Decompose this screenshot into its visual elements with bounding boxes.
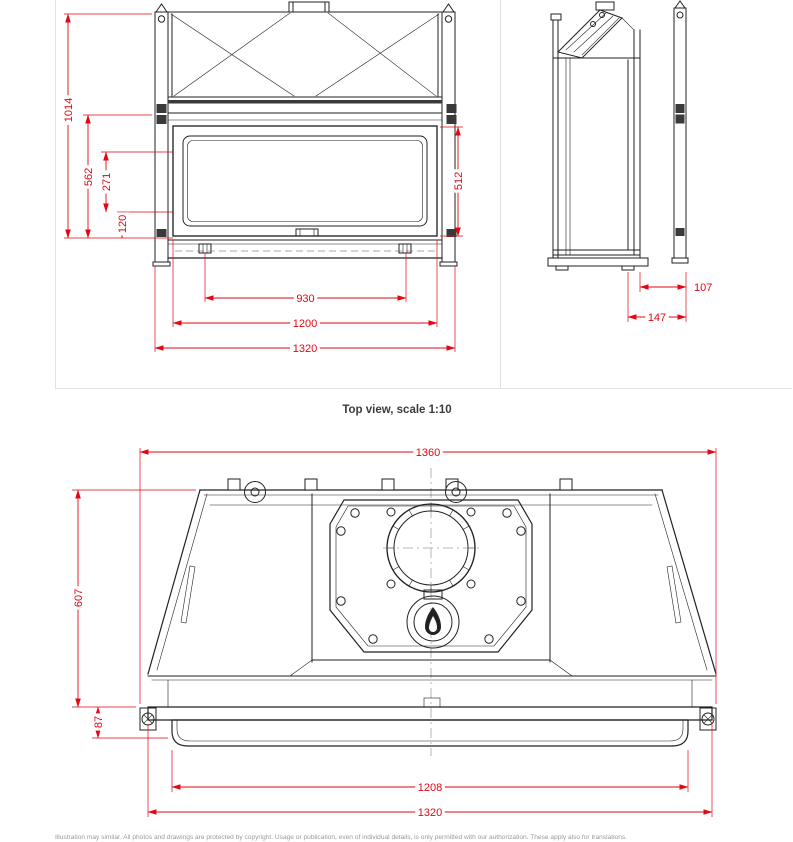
dim-glass-height-label: 512 — [453, 172, 465, 190]
dim-overall-height-label: 1014 — [63, 98, 75, 122]
damper-knob — [406, 589, 460, 649]
top-view: 1360 607 87 1208 1320 — [71, 445, 717, 820]
left-frame-rail — [154, 11, 169, 263]
dim-front-depth-label: 147 — [648, 312, 666, 324]
front-view: 1014 562 271 120 512 930 1200 1320 — [61, 1, 466, 356]
right-foot-bracket — [398, 243, 412, 254]
top-view-drawing — [139, 468, 717, 756]
dim-frame-width-bottom-label: 1320 — [418, 807, 442, 819]
convection-casing — [167, 11, 443, 121]
flame-icon — [425, 607, 441, 635]
right-base-foot — [439, 261, 458, 267]
side-view-drawing — [547, 0, 689, 271]
right-hinge — [445, 481, 467, 503]
dim-body-depth-label: 607 — [73, 589, 85, 607]
plate-bolts — [336, 508, 526, 644]
dim-opening-height-label: 271 — [101, 173, 113, 191]
rear-panel — [552, 19, 559, 259]
top-view-dimensions: 1360 607 87 1208 1320 — [71, 445, 717, 820]
front-frame-profile — [671, 0, 689, 264]
flue-collar — [383, 503, 479, 593]
rear-tabs — [227, 478, 573, 491]
front-walls — [627, 29, 641, 259]
flue-mounting-plate — [329, 499, 533, 653]
dim-body-width-label: 1200 — [293, 318, 317, 330]
right-side-panel — [654, 489, 717, 675]
grid-dividers — [55, 0, 792, 389]
front-latch — [423, 697, 441, 708]
dim-frame-height-label: 562 — [83, 168, 95, 186]
damper-mechanism — [557, 1, 635, 59]
left-foot-bracket — [198, 243, 212, 254]
rear-hanger — [550, 13, 562, 21]
dim-base-height-label: 120 — [117, 215, 129, 233]
glass-gasket — [187, 140, 423, 222]
casing-braces — [170, 12, 440, 97]
dim-glass-width-label: 1208 — [418, 782, 442, 794]
glass-front — [171, 719, 689, 747]
dim-overall-width-label: 1360 — [416, 447, 440, 459]
front-extension-lines — [64, 13, 463, 352]
top-extension-lines — [72, 448, 717, 817]
front-view-drawing — [152, 1, 458, 267]
dim-inner-width-label: 930 — [296, 293, 314, 305]
left-side-panel — [147, 489, 208, 675]
dim-frame-width-label: 1320 — [293, 343, 317, 355]
side-view-dimensions: 107 147 — [627, 272, 715, 325]
right-frame-rail — [441, 11, 456, 263]
dim-front-depth-label: 87 — [93, 716, 105, 728]
body-outline — [552, 57, 641, 256]
front-assembly — [139, 675, 717, 747]
left-hinge — [244, 481, 266, 503]
side-view: 107 147 — [547, 0, 715, 325]
air-channel — [565, 57, 571, 256]
base-assembly — [152, 239, 458, 267]
side-base — [547, 257, 649, 271]
flue-stub — [288, 1, 330, 13]
left-base-foot — [152, 261, 171, 267]
top-view-title: Top view, scale 1:10 — [342, 404, 451, 416]
copyright-note: Illustration may similar. All photos and… — [55, 834, 627, 841]
door-latch — [295, 228, 319, 237]
top-mounting-tabs — [155, 3, 455, 23]
front-frame-band — [147, 706, 713, 721]
front-view-dimensions: 1014 562 271 120 512 930 1200 1320 — [61, 13, 466, 356]
dim-frame-depth-label: 107 — [694, 282, 712, 294]
glass-pane — [182, 135, 428, 227]
right-corner-bracket — [699, 707, 717, 731]
center-section-dividers — [311, 493, 551, 663]
